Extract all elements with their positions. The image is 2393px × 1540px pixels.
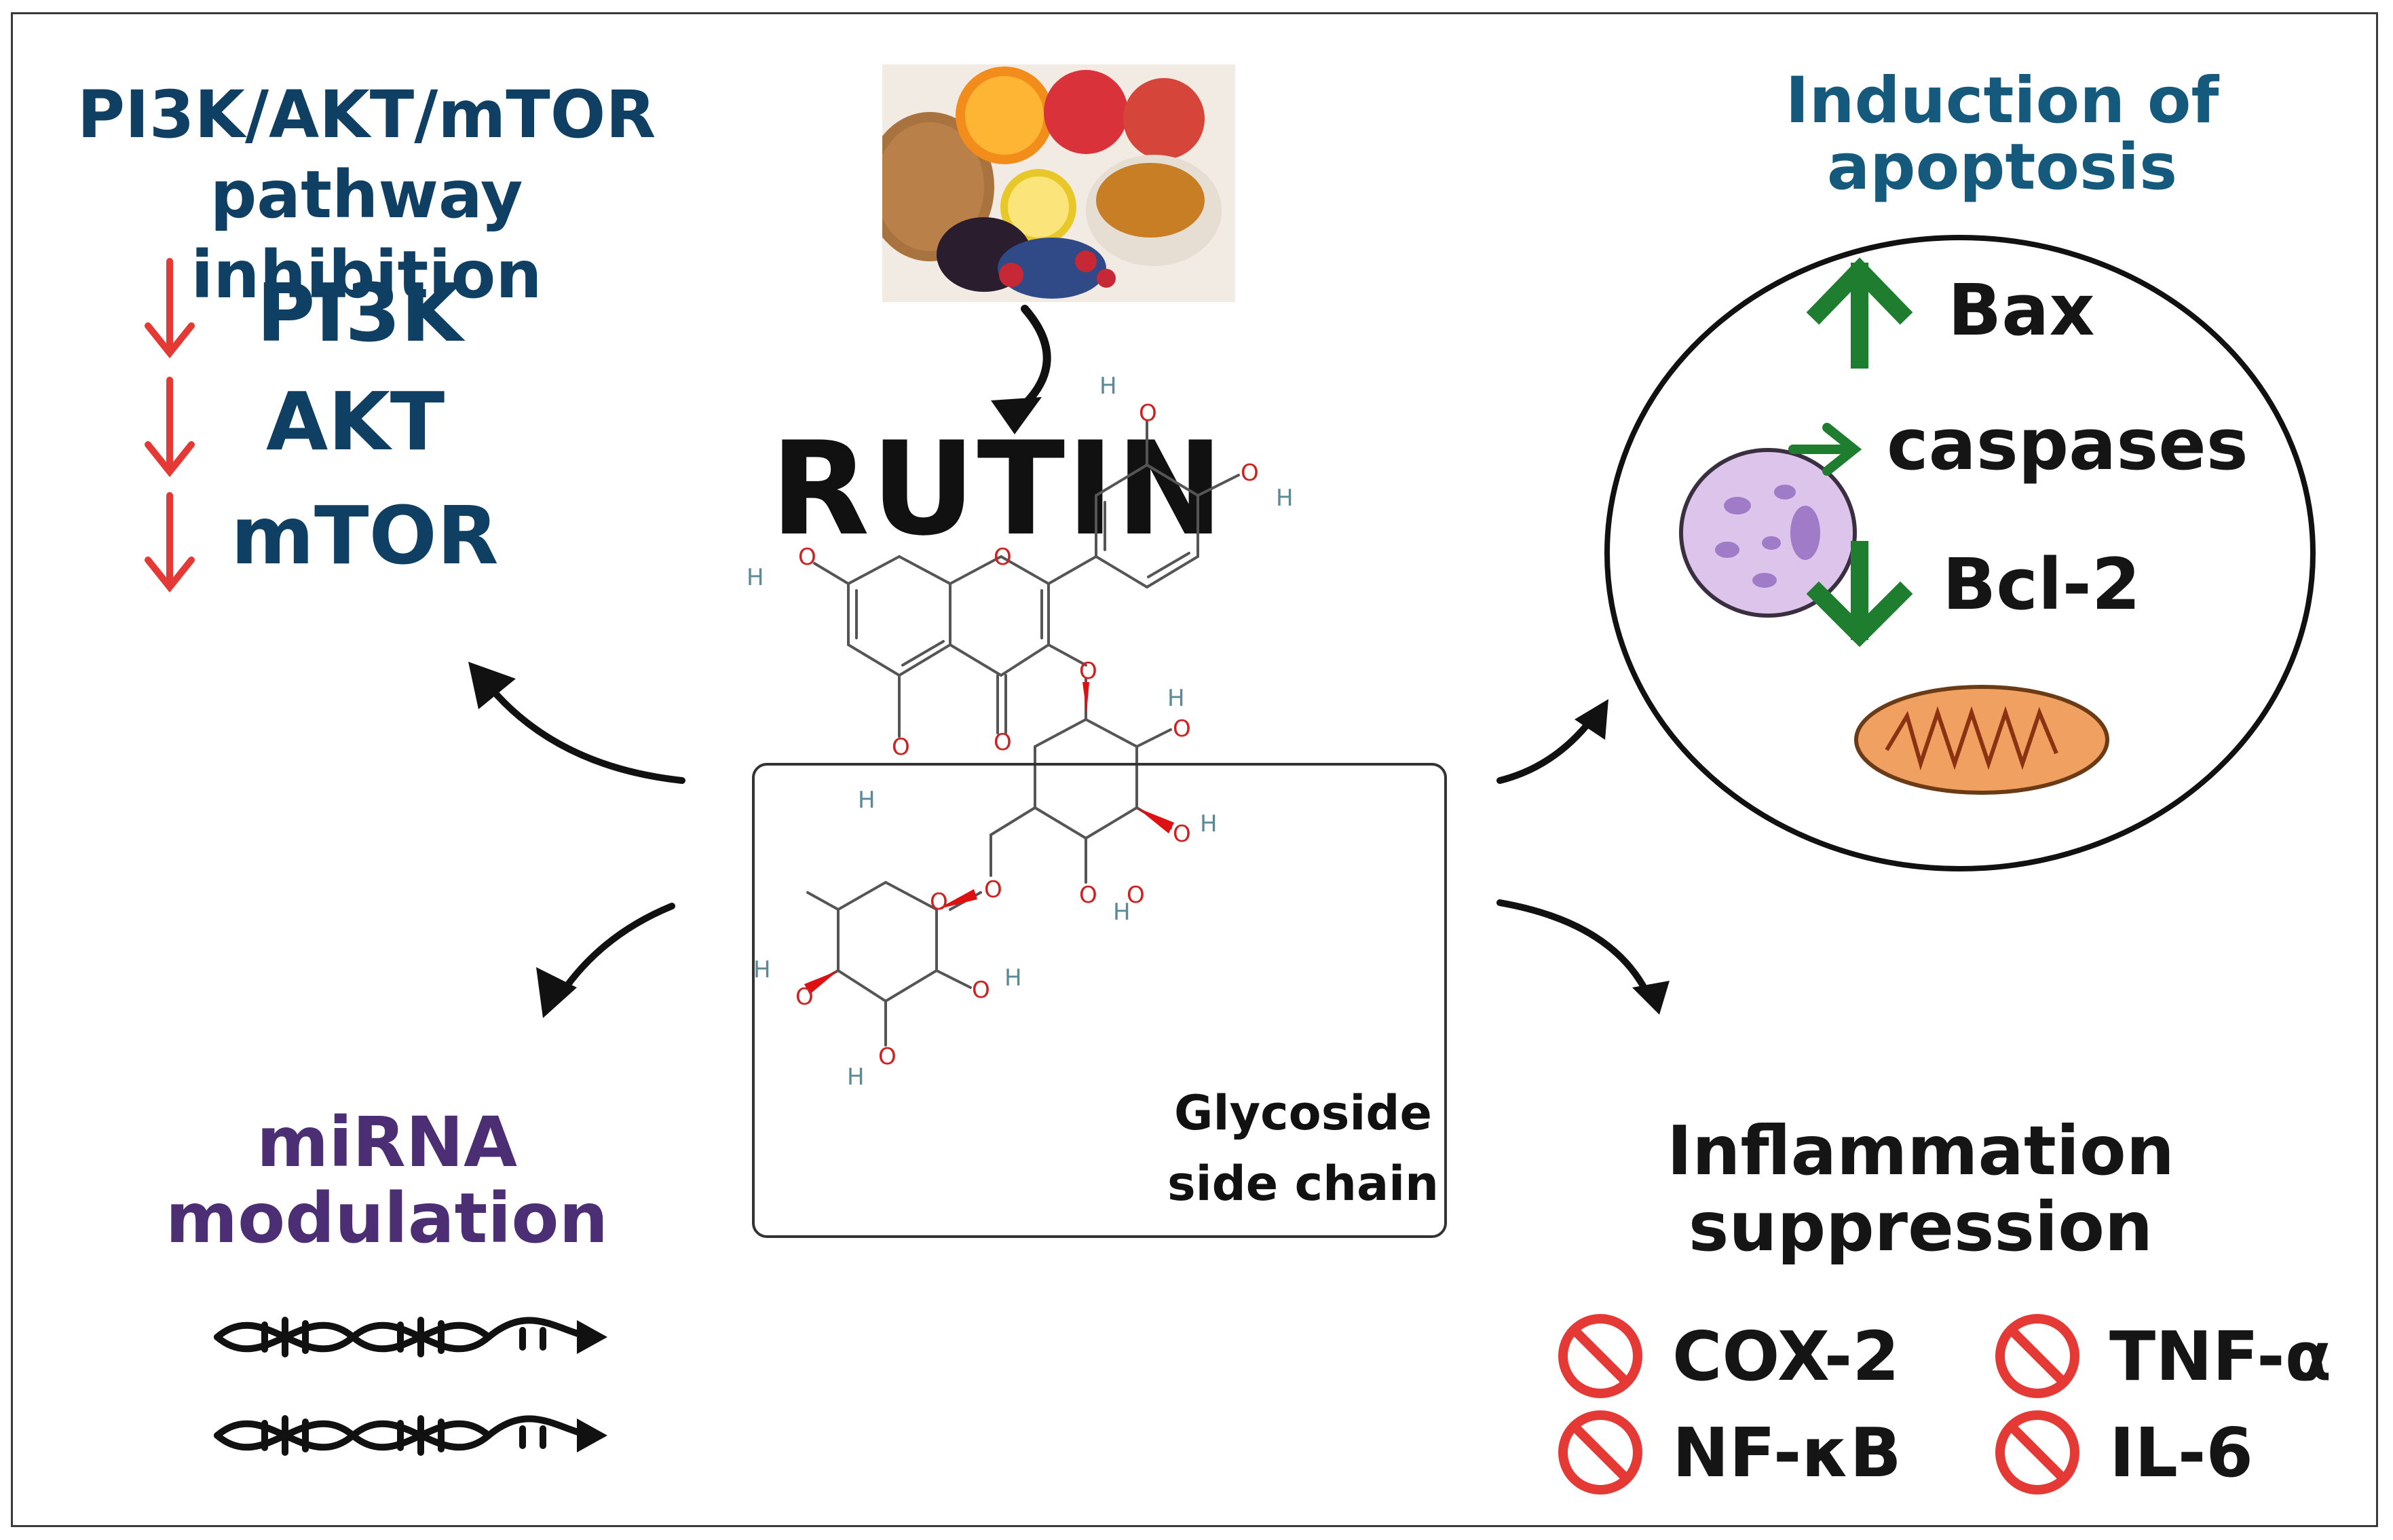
apoptosis-item-caspases: caspases [1887,403,2248,486]
down-arrow-icon [1806,541,1913,647]
inflammation-title: Inflammation suppression [1667,1111,2174,1266]
pathway-item-mtor: mTOR [231,489,499,582]
atom-hydrogen: H [1167,685,1185,712]
prohibition-icons [1558,1314,2079,1495]
wedge-bonds [804,682,1174,994]
glycoside-label: Glycoside side chain [1167,1085,1439,1212]
arrow-to-inflammation [1496,899,1653,1001]
atom-hydrogen: H [1004,964,1022,992]
atom-oxygen: O [1173,821,1191,848]
down-arrow-icon [145,377,195,478]
atom-oxygen: O [1241,459,1259,487]
atom-oxygen: O [1139,400,1157,427]
pathway-title: PI3K/AKT/mTOR pathway inhibition [77,77,656,313]
atom-hydrogen: H [1113,899,1131,926]
pathway-down-arrows [145,258,195,593]
mitochondrion-icon [1854,685,2109,795]
food-to-rutin-arrow [991,305,1051,434]
atom-hydrogen: H [858,787,875,814]
apoptosis-circle [1604,235,2316,871]
prohibition-icon [1995,1314,2079,1398]
atom-oxygen: O [1079,882,1097,909]
food-sources-image [882,64,1235,302]
glycoside-side-chain-box [752,763,1447,1238]
pathway-item-akt: AKT [266,375,445,468]
atom-oxygen: O [1079,658,1097,685]
dna-helix-icons [214,1317,607,1456]
diagram-frame [11,12,2378,1527]
atom-oxygen: O [994,544,1012,571]
atom-oxygen: O [984,876,1002,903]
apoptosis-title: Induction of apoptosis [1785,64,2219,204]
atom-oxygen: O [994,729,1012,756]
pathway-item-pi3k: PI3K [257,266,463,360]
atom-oxygen: O [930,888,948,916]
apoptosis-item-bcl2: Bcl-2 [1942,543,2141,626]
inflammation-item-il6: IL-6 [2109,1413,2254,1492]
inflammation-item-nfkb: NF-κB [1672,1413,1902,1492]
atom-oxygen: O [878,1043,897,1070]
inflammation-item-cox2: COX-2 [1672,1317,1900,1396]
apoptosis-item-bax: Bax [1948,269,2095,352]
atom-oxygen: O [795,983,814,1011]
apple [1044,70,1128,154]
rutin-structure: O O O H O H O O H O H O O H O H O H O O … [747,373,1294,1091]
down-arrow-icon [145,258,195,359]
dna-helix-icon [214,1317,594,1357]
prohibition-icon [1558,1314,1642,1398]
atom-hydrogen: H [753,956,771,983]
prohibition-icon [1558,1410,1642,1495]
atom-hydrogen: H [1099,373,1117,400]
prohibition-icon [1995,1410,2079,1495]
arrow-to-apoptosis [1496,716,1595,784]
apple [1123,78,1205,159]
atom-hydrogen: H [1200,810,1218,838]
down-arrow-icon [145,492,195,593]
dna-helix-icon [214,1415,594,1456]
atom-oxygen: O [798,544,816,571]
atom-oxygen: O [972,977,990,1004]
cell-icon [1679,448,1857,618]
atom-hydrogen: H [847,1064,865,1091]
atom-oxygen: O [1127,882,1145,909]
up-arrow-icon [1806,257,1913,369]
atom-oxygen: O [892,734,910,761]
mirna-title: miRNA modulation [165,1102,609,1259]
atom-hydrogen: H [747,564,764,591]
right-arrow-icon [1788,423,1862,476]
inflammation-item-tnfa: TNF-α [2109,1317,2332,1396]
atom-hydrogen: H [1276,485,1294,512]
atom-oxygen: O [1173,715,1191,743]
blueberries [998,238,1106,299]
arrow-to-pathway [485,682,685,784]
